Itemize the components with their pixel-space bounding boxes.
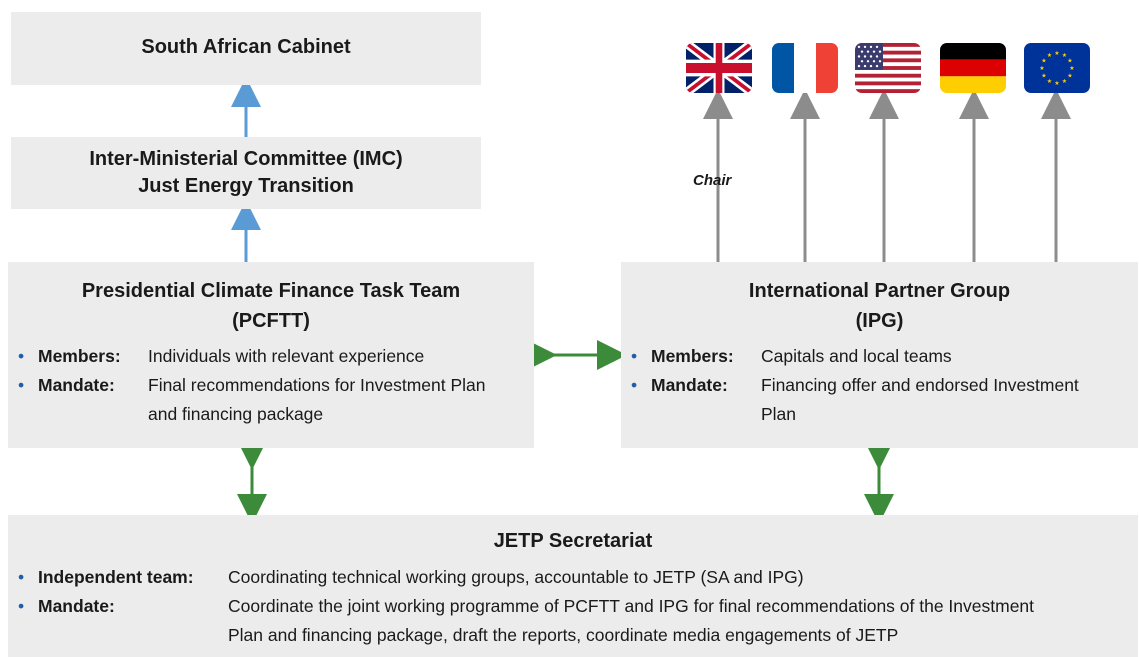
- pcftt-mandate-line2: and financing package: [148, 404, 324, 424]
- pcftt-members-label: Members:: [38, 346, 121, 366]
- secretariat-bullets: • Independent team: Coordinating technic…: [18, 563, 1034, 650]
- secretariat-mandate-line2: Plan and financing package, draft the re…: [228, 625, 899, 645]
- ipg-title-line1: International Partner Group: [748, 280, 1011, 302]
- secretariat-mandate-line1: Coordinate the joint working programme o…: [228, 596, 1035, 616]
- pcftt-title-line1: Presidential Climate Finance Task Team: [81, 280, 461, 302]
- imc-box: Inter-Ministerial Committee (IMC) Just E…: [11, 137, 481, 209]
- france-flag-icon: [772, 43, 838, 93]
- bullet-dot: •: [18, 596, 25, 616]
- ipg-members-row: • Members: Capitals and local teams: [631, 342, 1079, 371]
- svg-text:★: ★: [1047, 52, 1052, 59]
- pcftt-members-text: Individuals with relevant experience: [148, 346, 425, 366]
- imc-title-line1: Inter-Ministerial Committee (IMC): [89, 148, 403, 170]
- uk-flag-icon: [686, 43, 752, 93]
- usa-flag-icon: [855, 43, 921, 93]
- ipg-members-text: Capitals and local teams: [761, 346, 952, 366]
- svg-text:★: ★: [1047, 78, 1052, 85]
- pcftt-box: Presidential Climate Finance Task Team (…: [8, 262, 534, 448]
- svg-text:★: ★: [1041, 73, 1046, 80]
- ipg-mandate-line2: Plan: [761, 404, 797, 424]
- ipg-mandate-line1: Financing offer and endorsed Investment: [761, 375, 1079, 395]
- pcftt-title-line2: (PCFTT): [232, 310, 310, 332]
- svg-text:★: ★: [1067, 58, 1072, 65]
- secretariat-title: JETP Secretariat: [493, 530, 653, 552]
- ipg-mandate-row: • Mandate: Financing offer and endorsed …: [631, 371, 1079, 400]
- cabinet-box: South African Cabinet: [11, 12, 481, 85]
- secretariat-mandate-label: Mandate:: [38, 596, 115, 616]
- svg-text:★: ★: [1039, 65, 1044, 72]
- ipg-box: International Partner Group (IPG) • Memb…: [621, 262, 1138, 448]
- bullet-dot: •: [18, 375, 25, 395]
- svg-text:★: ★: [1041, 58, 1046, 65]
- cabinet-title: South African Cabinet: [141, 36, 351, 58]
- pcftt-bullets: • Members: Individuals with relevant exp…: [18, 342, 486, 429]
- pcftt-mandate-label: Mandate:: [38, 375, 115, 395]
- bullet-dot: •: [631, 375, 638, 395]
- pcftt-mandate-row: • Mandate: Final recommendations for Inv…: [18, 371, 486, 400]
- imc-title-line2: Just Energy Transition: [138, 175, 354, 197]
- pcftt-members-row: • Members: Individuals with relevant exp…: [18, 342, 486, 371]
- bullet-dot: •: [18, 567, 25, 587]
- secretariat-mandate-row: • Mandate: Coordinate the joint working …: [18, 592, 1034, 621]
- chair-label: Chair: [693, 172, 732, 189]
- secretariat-mandate-row-cont: Plan and financing package, draft the re…: [18, 621, 1034, 650]
- svg-text:★: ★: [1062, 78, 1067, 85]
- svg-text:★: ★: [1062, 52, 1067, 59]
- secretariat-box: JETP Secretariat • Independent team: Coo…: [8, 515, 1138, 657]
- ipg-mandate-label: Mandate:: [651, 375, 728, 395]
- svg-text:★: ★: [1069, 65, 1074, 72]
- pcftt-mandate-line1: Final recommendations for Investment Pla…: [148, 375, 486, 395]
- pcftt-mandate-row-cont: and financing package: [18, 400, 486, 429]
- eu-flag-icon: ★ ★ ★ ★ ★ ★ ★ ★ ★ ★ ★ ★: [1024, 43, 1090, 93]
- bullet-dot: •: [631, 346, 638, 366]
- svg-text:★: ★: [1054, 80, 1059, 87]
- ipg-mandate-row-cont: Plan: [631, 400, 1079, 429]
- secretariat-team-label: Independent team:: [38, 567, 194, 587]
- ipg-title-line2: (IPG): [855, 310, 904, 332]
- ipg-bullets: • Members: Capitals and local teams • Ma…: [631, 342, 1079, 429]
- germany-flag-icon: [940, 43, 1006, 93]
- svg-text:★: ★: [1067, 73, 1072, 80]
- secretariat-team-text: Coordinating technical working groups, a…: [228, 567, 804, 587]
- secretariat-team-row: • Independent team: Coordinating technic…: [18, 563, 1034, 592]
- ipg-members-label: Members:: [651, 346, 734, 366]
- svg-text:★: ★: [1054, 50, 1059, 57]
- bullet-dot: •: [18, 346, 25, 366]
